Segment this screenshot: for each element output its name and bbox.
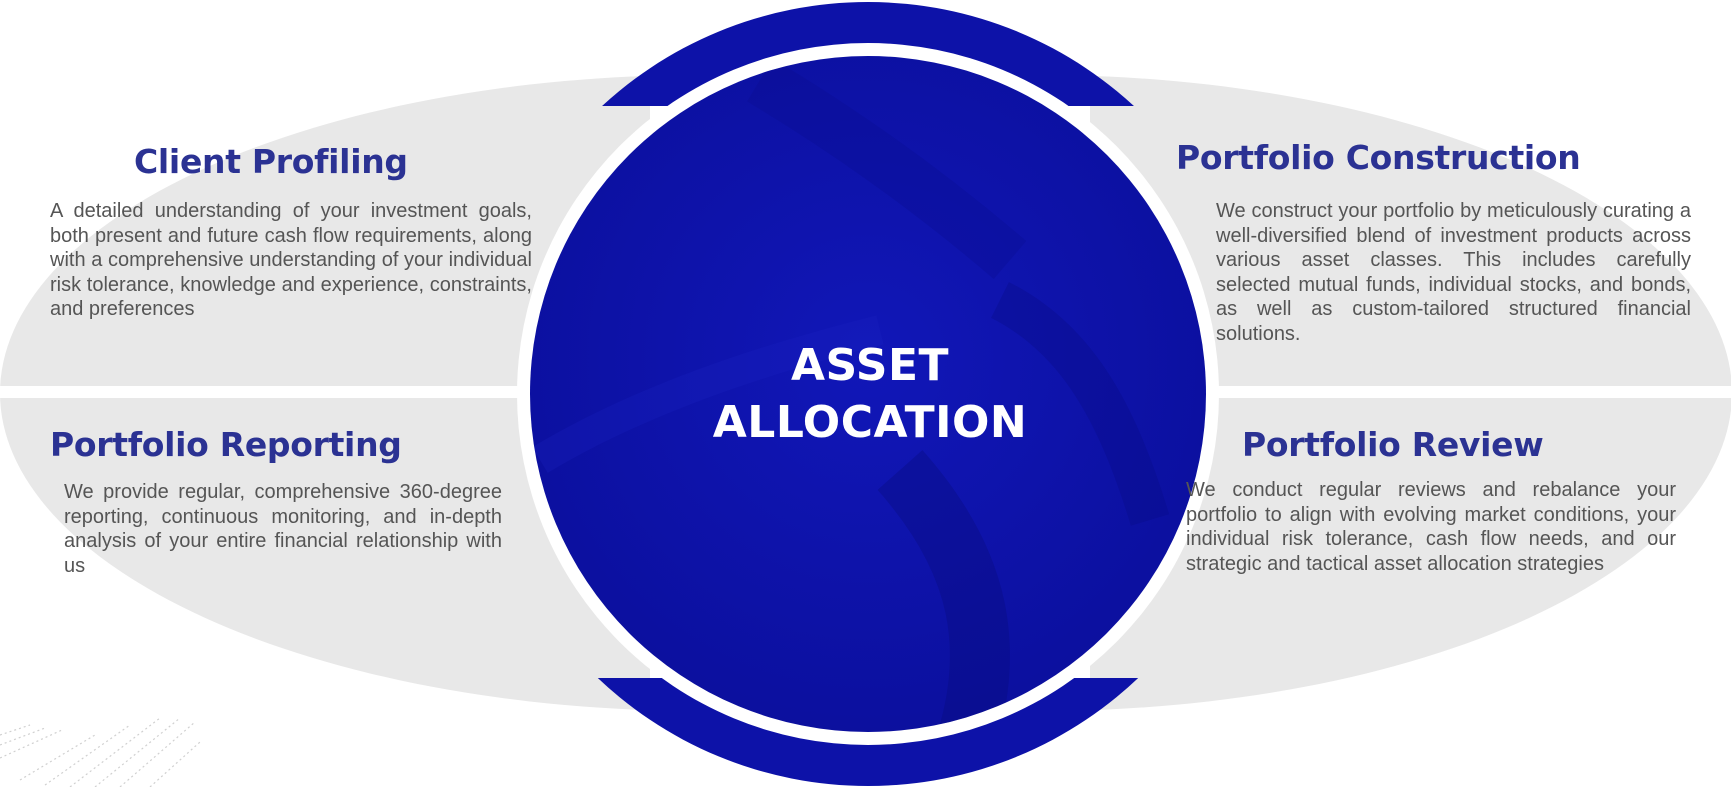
center-title: ASSET ALLOCATION — [640, 337, 1100, 451]
portfolio-reporting-title: Portfolio Reporting — [50, 425, 402, 464]
center-title-line-1: ASSET — [790, 340, 950, 391]
portfolio-construction-title: Portfolio Construction — [1176, 138, 1581, 177]
client-profiling-text: A detailed understanding of your investm… — [50, 200, 532, 321]
center-title-line-2: ALLOCATION — [712, 397, 1028, 448]
portfolio-construction-text: We construct your portfolio by meticulou… — [1216, 200, 1691, 345]
portfolio-reporting-text: We provide regular, comprehensive 360-de… — [64, 481, 502, 577]
decorative-hatch — [0, 717, 201, 787]
portfolio-review-title: Portfolio Review — [1242, 425, 1544, 464]
client-profiling-title: Client Profiling — [134, 142, 408, 181]
center-disc — [530, 56, 1206, 732]
portfolio-review-text: We conduct regular reviews and rebalance… — [1186, 479, 1676, 575]
